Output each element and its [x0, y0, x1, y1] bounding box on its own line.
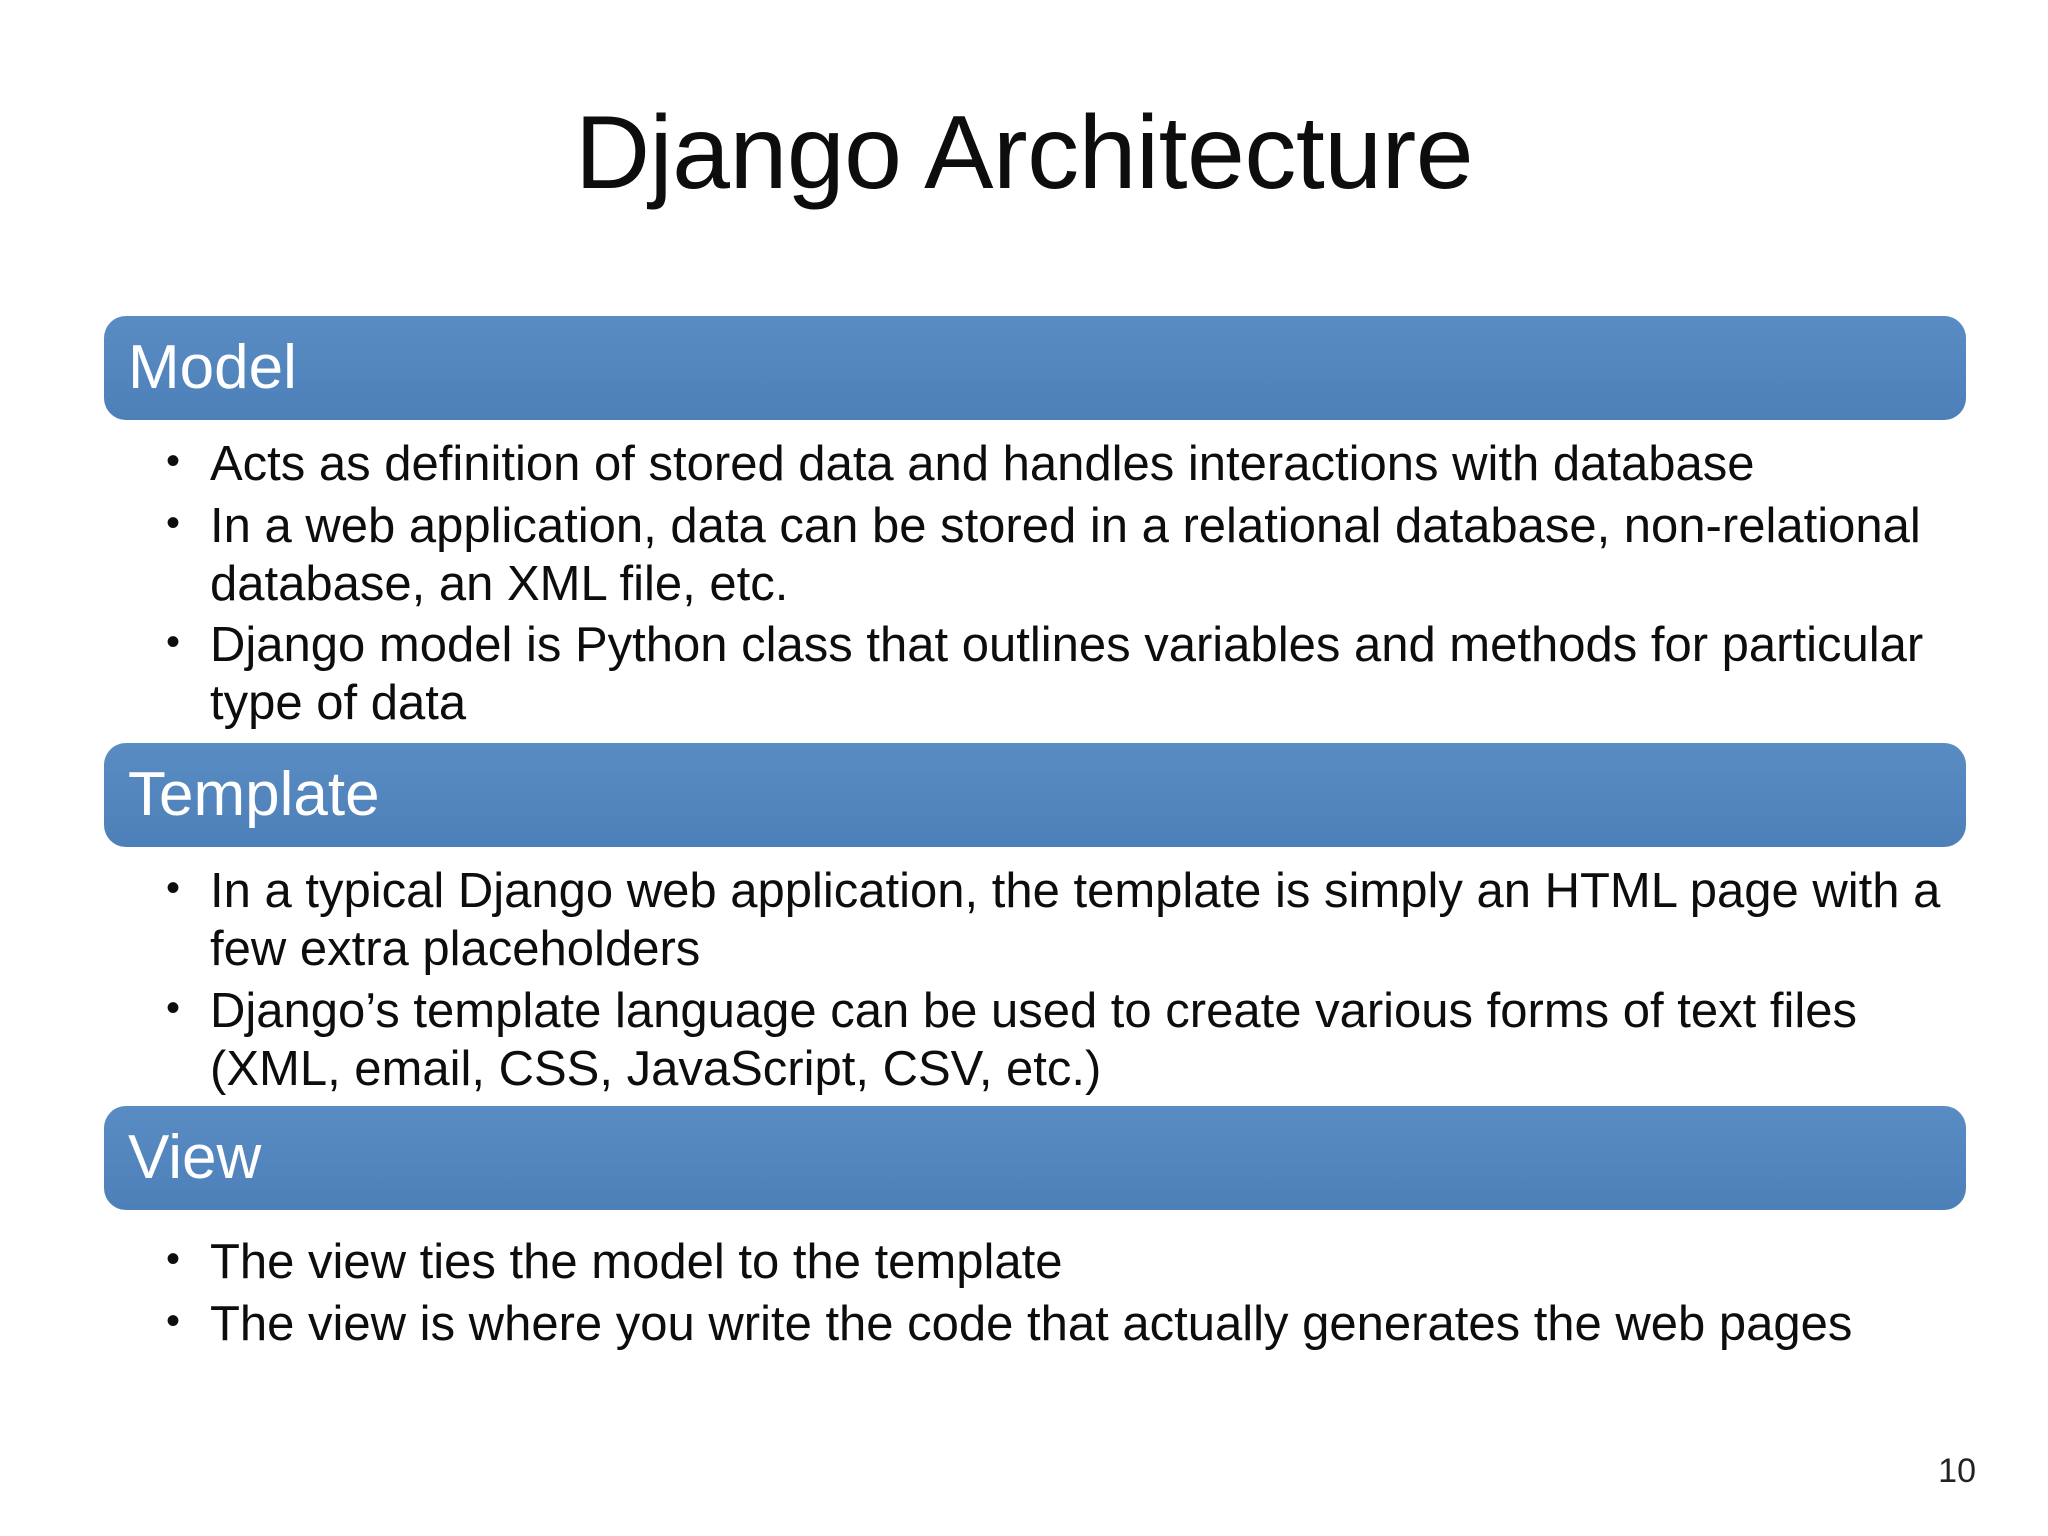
- list-item: The view ties the model to the template: [166, 1232, 1966, 1292]
- page-number: 10: [1938, 1452, 1976, 1490]
- bullet-list-model: Acts as definition of stored data and ha…: [104, 420, 1966, 733]
- list-item: The view is where you write the code tha…: [166, 1294, 1966, 1354]
- list-item: Django’s template language can be used t…: [166, 981, 1966, 1099]
- list-item: Acts as definition of stored data and ha…: [166, 434, 1966, 494]
- section-model: Model Acts as definition of stored data …: [104, 316, 1966, 733]
- list-item: Django model is Python class that outlin…: [166, 615, 1966, 733]
- section-view: View The view ties the model to the temp…: [104, 1106, 1966, 1354]
- section-header-label: Model: [128, 333, 297, 402]
- section-header-template: Template: [104, 743, 1966, 848]
- section-header-model: Model: [104, 316, 1966, 420]
- slide-content: Model Acts as definition of stored data …: [104, 316, 1966, 1358]
- bullet-list-template: In a typical Django web application, the…: [104, 847, 1966, 1098]
- section-template: Template In a typical Django web applica…: [104, 743, 1966, 1098]
- list-item: In a typical Django web application, the…: [166, 861, 1966, 979]
- list-item: In a web application, data can be stored…: [166, 496, 1966, 614]
- section-header-view: View: [104, 1106, 1966, 1211]
- bullet-list-view: The view ties the model to the template …: [104, 1210, 1966, 1354]
- page-title: Django Architecture: [574, 95, 1474, 211]
- section-header-label: View: [128, 1123, 262, 1193]
- section-header-label: Template: [128, 760, 380, 830]
